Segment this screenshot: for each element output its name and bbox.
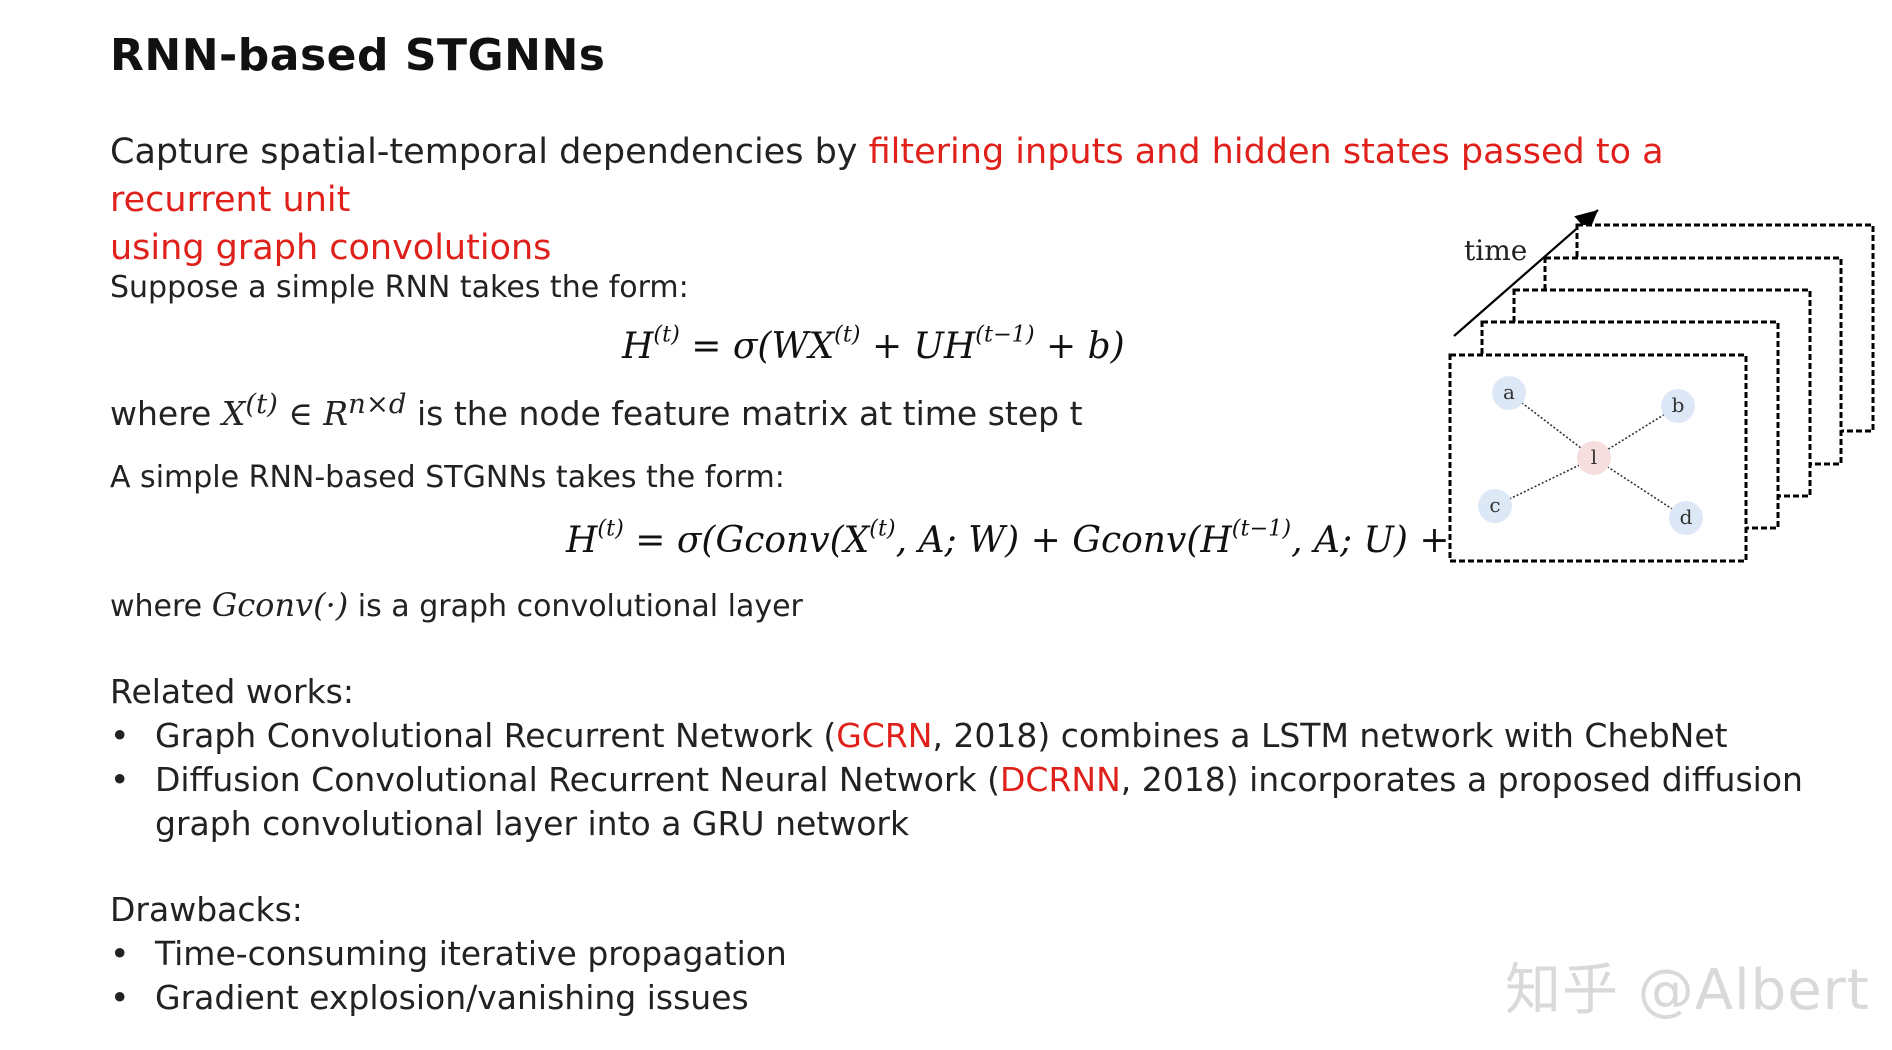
node-a-label: a (1503, 380, 1515, 404)
list-item: Diffusion Convolutional Recurrent Neural… (110, 758, 1830, 846)
drawbacks-heading: Drawbacks: (110, 890, 303, 929)
node-d (1669, 501, 1703, 535)
list-item: Gradient explosion/vanishing issues (110, 976, 1310, 1020)
node-c (1478, 489, 1512, 523)
stgnn-equation: H(t) = σ(Gconv(X(t), A; W) + Gconv(H(t−1… (566, 515, 1499, 561)
drawbacks-list: Time-consuming iterative propagation Gra… (110, 932, 1310, 1020)
suppose-text: Suppose a simple RNN takes the form: (110, 270, 689, 305)
list-item: Time-consuming iterative propagation (110, 932, 1310, 976)
lead-sentence: Capture spatial-temporal dependencies by… (110, 128, 1790, 272)
node-l (1577, 441, 1611, 475)
node-d-label: d (1680, 505, 1693, 529)
node-l-label: l (1591, 445, 1597, 469)
watermark: 知乎 @Albert (1505, 958, 1870, 1023)
time-label: time (1464, 234, 1527, 267)
simple-stgnn-text: A simple RNN-based STGNNs takes the form… (110, 460, 785, 495)
related-works-list: Graph Convolutional Recurrent Network (G… (110, 714, 1830, 846)
list-item: Graph Convolutional Recurrent Network (G… (110, 714, 1830, 758)
where-feature-matrix: where X(t) ∈ Rn×d is the node feature ma… (110, 388, 1083, 433)
lead-plain: Capture spatial-temporal dependencies by (110, 132, 869, 172)
slide-title: RNN-based STGNNs (110, 30, 606, 81)
node-c-label: c (1489, 493, 1500, 517)
graph-time-diagram: time a b l c d (1448, 209, 1875, 563)
lead-highlight-cont: using graph convolutions (110, 228, 552, 268)
lead-highlight: filtering inputs and hidden states passe… (110, 132, 1664, 220)
node-b-label: b (1672, 393, 1685, 417)
node-a (1492, 376, 1526, 410)
time-arrow (1453, 209, 1599, 337)
rnn-equation: H(t) = σ(WX(t) + UH(t−1) + b) (622, 321, 1125, 367)
where-gconv: where Gconv(·) is a graph convolutional … (110, 586, 803, 624)
related-works-heading: Related works: (110, 672, 354, 711)
edge-a-l (1508, 392, 1595, 459)
node-b (1661, 389, 1695, 423)
